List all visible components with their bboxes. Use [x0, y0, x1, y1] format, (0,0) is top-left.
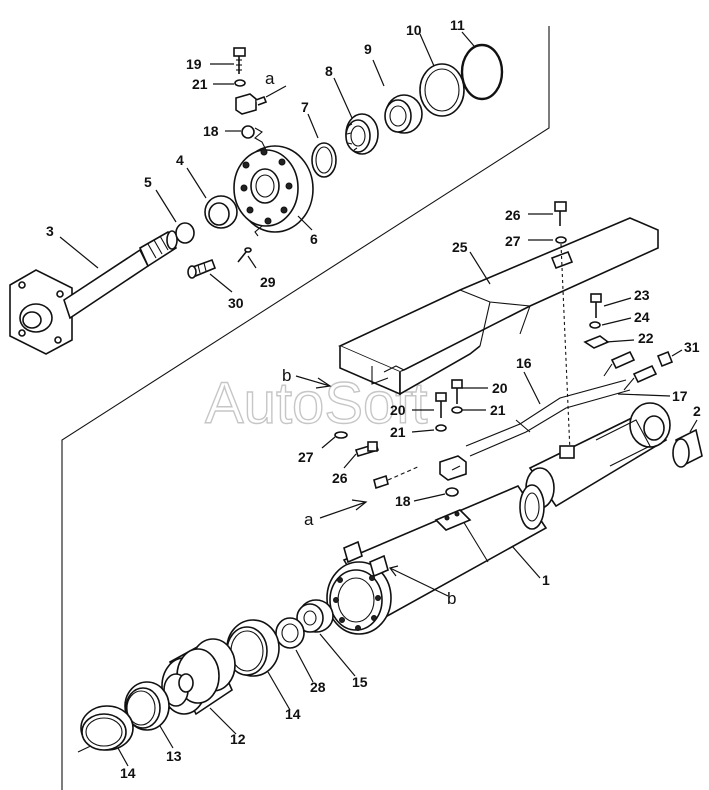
callout-22: 22: [638, 330, 654, 346]
callout-23: 23: [634, 287, 650, 303]
callout-12: 12: [230, 731, 246, 747]
callout-14-lower: 14: [120, 765, 136, 781]
callout-a-top: a: [265, 69, 275, 88]
callout-8: 8: [325, 63, 333, 79]
callout-31: 31: [684, 339, 700, 355]
washer-part-21-low: [435, 424, 447, 432]
callout-13: 13: [166, 748, 182, 764]
callout-20-right: 20: [492, 380, 508, 396]
callout-27-top: 27: [505, 233, 521, 249]
callout-18-low: 18: [395, 493, 411, 509]
fitting-part-22-elbow: [603, 350, 636, 377]
bolt-part-30: [187, 258, 217, 279]
callout-19: 19: [186, 56, 202, 72]
washer-part-21-mid: [451, 406, 463, 414]
cylinder-head-part-6: [233, 145, 314, 237]
callout-20-left: 20: [390, 402, 406, 418]
ring-part-7: [311, 142, 337, 178]
oring-part-18-top: [241, 125, 255, 139]
ring-part-28: [275, 617, 305, 649]
leader-lines: [59, 31, 698, 767]
callout-b-top: b: [282, 366, 291, 385]
callout-30: 30: [228, 295, 244, 311]
callout-3: 3: [46, 223, 54, 239]
callout-1: 1: [542, 572, 550, 588]
callout-a-low: a: [304, 510, 314, 529]
bushing-part-14-upper: [226, 619, 280, 677]
cylinder-tube-part-1: [326, 484, 548, 635]
cover-part-25: [338, 217, 659, 396]
bolt-part-20-lower: [435, 392, 447, 418]
nut-part-15: [296, 599, 334, 633]
washer-part-21-top: [234, 79, 246, 87]
fitting-part-17: [623, 364, 658, 391]
ring-part-10: [419, 63, 465, 117]
bolt-part-20-upper: [451, 379, 463, 404]
bushing-part-4: [204, 195, 238, 229]
bearing-part-8: [345, 113, 379, 155]
callout-7: 7: [301, 99, 309, 115]
callout-28: 28: [310, 679, 326, 695]
oring-part-18-low: [445, 487, 459, 497]
bushing-part-2: [672, 428, 703, 468]
valve-block-a: [235, 85, 287, 115]
washer-part-27-low: [334, 431, 348, 439]
callout-6: 6: [310, 231, 318, 247]
callout-25: 25: [452, 239, 468, 255]
callout-29: 29: [260, 274, 276, 290]
pin-part-29: [237, 247, 252, 263]
callout-15: 15: [352, 674, 368, 690]
leader-zigzag: [254, 127, 267, 151]
washer-part-24: [589, 321, 601, 329]
washer-part-27-top: [555, 236, 567, 244]
callout-18-top: 18: [203, 123, 219, 139]
hose-part-16: [373, 379, 631, 490]
piston-part-12: [161, 638, 236, 716]
bolt-part-19-top: [233, 47, 246, 74]
disc-part-5: [175, 222, 195, 244]
callout-26-top: 26: [505, 207, 521, 223]
seal-part-13: [124, 681, 170, 731]
plate-part-22: [583, 335, 610, 349]
callout-27-low: 27: [298, 449, 314, 465]
bolt-part-26-top: [554, 201, 567, 226]
callout-10: 10: [406, 22, 422, 38]
callout-5: 5: [144, 174, 152, 190]
callout-16: 16: [516, 355, 532, 371]
cap-part-31: [656, 350, 674, 368]
callout-21-right: 21: [490, 402, 506, 418]
callout-labels: 19 21 a 18 8 9 10 11 7 5 4 6 3 29 30 26 …: [46, 17, 701, 781]
callout-21-left: 21: [390, 424, 406, 440]
callout-11: 11: [450, 17, 465, 33]
callout-21-top: 21: [192, 76, 208, 92]
piston-rod-part-3: [9, 230, 178, 355]
callout-9: 9: [364, 41, 372, 57]
axis-line-26: [560, 243, 571, 453]
callout-2: 2: [693, 403, 701, 419]
callout-14-upper: 14: [285, 706, 301, 722]
bushing-part-14-lower: [80, 705, 134, 751]
bushing-part-9: [384, 94, 423, 134]
callout-17: 17: [672, 388, 688, 404]
bolt-part-23: [590, 293, 602, 318]
bolt-part-26-low: [354, 441, 380, 457]
callout-b-low: b: [447, 589, 456, 608]
callout-4: 4: [176, 152, 184, 168]
ring-part-11: [460, 43, 504, 101]
clamp-block-lower: [439, 455, 467, 481]
callout-26-low: 26: [332, 470, 348, 486]
callout-24: 24: [634, 309, 650, 325]
